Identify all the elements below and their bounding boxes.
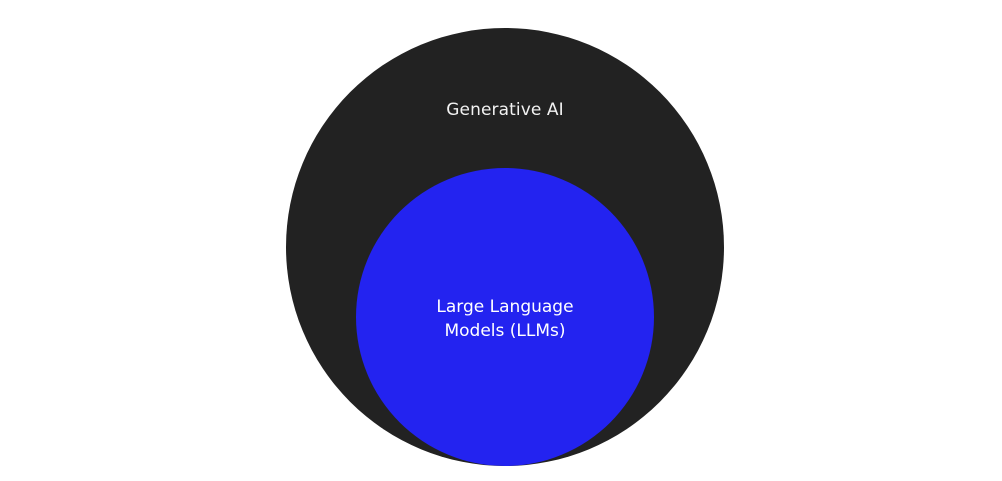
llm-label-line-2: Models (LLMs) xyxy=(444,321,566,341)
generative-ai-circle: Generative AI Large Language Models (LLM… xyxy=(286,28,724,466)
generative-ai-label: Generative AI xyxy=(446,100,564,120)
llm-label: Large Language Models (LLMs) xyxy=(405,295,605,343)
llm-circle: Large Language Models (LLMs) xyxy=(356,168,654,466)
llm-label-line-1: Large Language xyxy=(436,297,574,317)
